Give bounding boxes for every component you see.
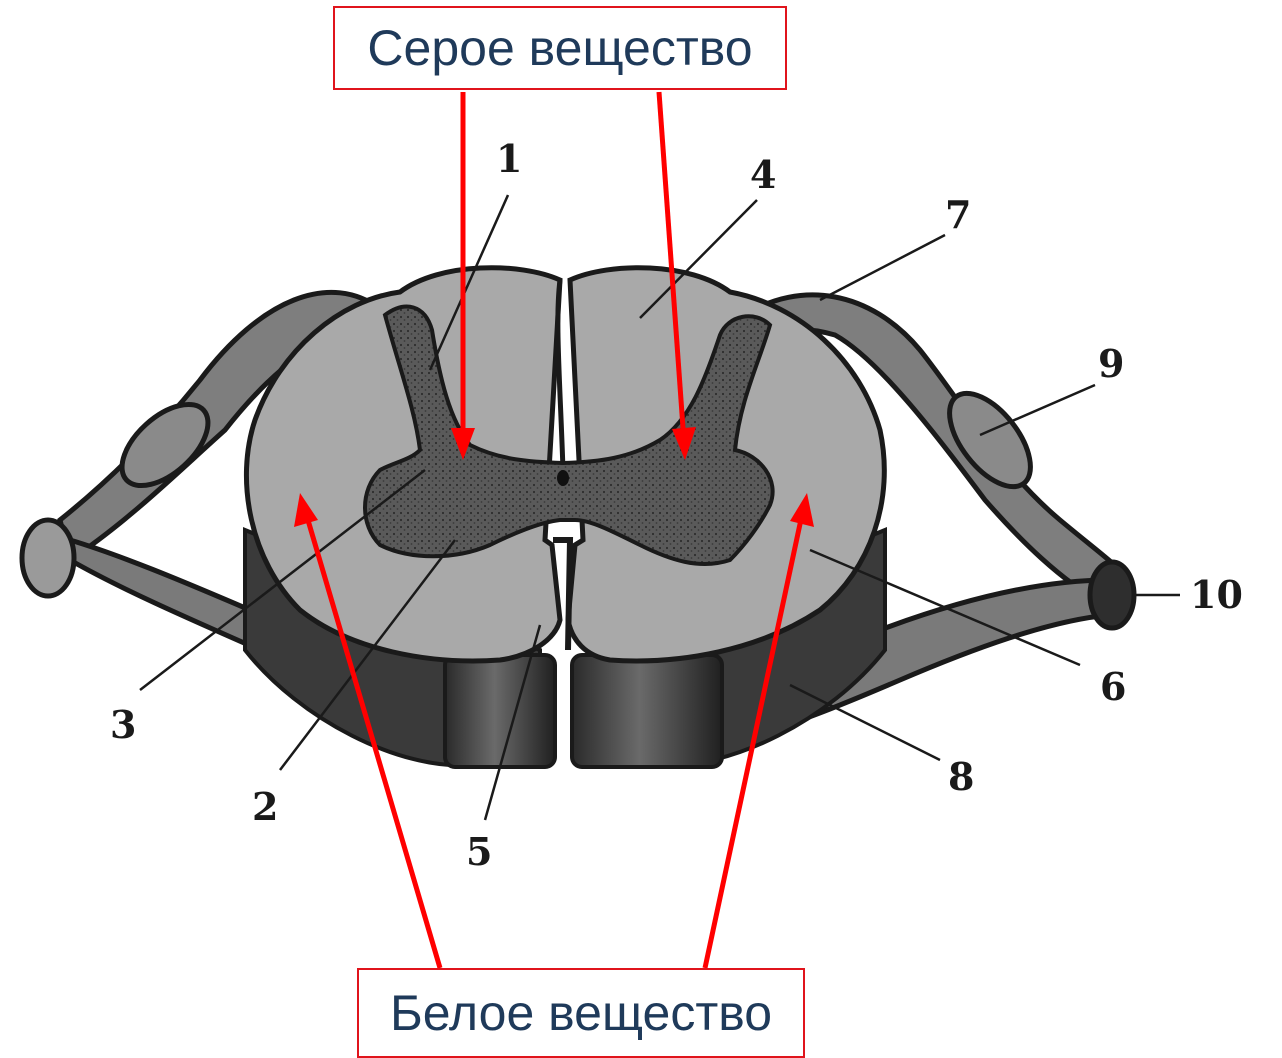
- label-5: 5: [466, 829, 492, 874]
- gray-matter-callout: Серое вещество: [333, 6, 787, 90]
- label-9: 9: [1098, 341, 1124, 386]
- white-matter-callout: Белое вещество: [357, 968, 805, 1058]
- label-10: 10: [1190, 572, 1243, 617]
- label-6: 6: [1100, 664, 1126, 709]
- label-4: 4: [750, 152, 776, 197]
- label-8: 8: [948, 754, 974, 799]
- label-1: 1: [496, 136, 522, 181]
- label-2: 2: [252, 784, 278, 829]
- label-3: 3: [110, 702, 136, 747]
- label-7: 7: [945, 192, 971, 237]
